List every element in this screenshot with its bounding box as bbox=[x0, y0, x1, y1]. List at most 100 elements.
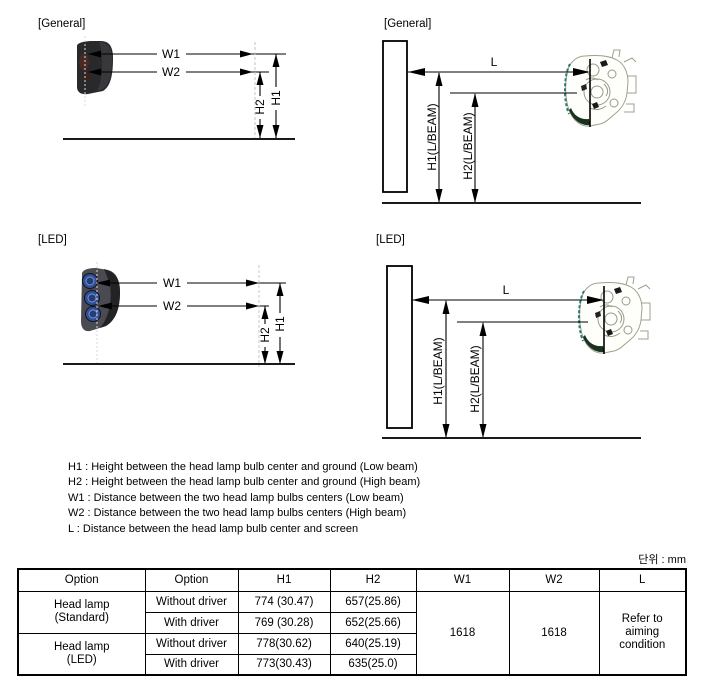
arrow-left-icon bbox=[98, 302, 112, 310]
l-label: L bbox=[503, 283, 510, 297]
arrow-right-icon bbox=[573, 68, 590, 76]
h2-dimension bbox=[256, 72, 264, 138]
l-dimension bbox=[412, 296, 604, 304]
w2-dimension bbox=[98, 302, 269, 310]
cell-w1: 1618 bbox=[415, 590, 510, 676]
h2-label: H2 bbox=[258, 327, 272, 343]
arrow-down-icon bbox=[256, 125, 264, 138]
arrow-up-icon bbox=[479, 322, 487, 336]
header-row: Option Option H1 H2 W1 W2 L bbox=[17, 568, 687, 592]
cell-l: Refer to aiming condition bbox=[598, 590, 687, 676]
h2-label: H2 bbox=[253, 99, 267, 115]
cell-driver: With driver bbox=[144, 653, 239, 676]
headlamp-side-art bbox=[578, 276, 651, 354]
legend-line-w2: W2 : Distance between the two head lamp … bbox=[68, 507, 407, 520]
diagram-title: [LED] bbox=[376, 234, 405, 246]
aiming-screen bbox=[386, 265, 413, 429]
h1-label: H1 bbox=[273, 316, 287, 332]
spec-table: Option Option H1 H2 W1 W2 L Head lamp (S… bbox=[17, 568, 687, 676]
cell-h1: 773(30.43) bbox=[237, 653, 331, 676]
diagram-side-general: [General] L bbox=[382, 18, 641, 204]
arrow-up-icon bbox=[261, 306, 269, 319]
arrow-up-icon bbox=[272, 54, 280, 67]
col-header-w1: W1 bbox=[415, 568, 510, 592]
unit-label: 단위 : mm bbox=[638, 554, 686, 566]
cell-driver: Without driver bbox=[144, 632, 239, 655]
arrow-down-icon bbox=[442, 424, 450, 438]
cell-h2: 657(25.86) bbox=[329, 590, 417, 613]
diagram-side-led: [LED] L bbox=[376, 234, 651, 439]
legend-line-w1: W1 : Distance between the two head lamp … bbox=[68, 491, 404, 504]
arrow-down-icon bbox=[276, 351, 284, 364]
h1-dimension bbox=[276, 283, 284, 364]
h2-dimension bbox=[479, 322, 487, 438]
l-label: L bbox=[491, 55, 498, 69]
legend: H1 : Height between the head lamp bulb c… bbox=[68, 460, 420, 537]
h1-dimension bbox=[442, 300, 450, 438]
arrow-down-icon bbox=[479, 424, 487, 438]
col-header-option-group: Option bbox=[17, 568, 146, 592]
arrow-up-icon bbox=[442, 300, 450, 314]
arrow-down-icon bbox=[471, 189, 479, 203]
arrow-up-icon bbox=[471, 93, 479, 107]
diagram-title: [General] bbox=[38, 18, 85, 30]
arrow-up-icon bbox=[256, 72, 264, 85]
arrow-right-icon bbox=[246, 279, 259, 287]
col-header-l: L bbox=[598, 568, 687, 592]
h2-dimension bbox=[471, 93, 479, 203]
cell-w2: 1618 bbox=[508, 590, 600, 676]
headlamp-front-led bbox=[81, 262, 120, 366]
aiming-screen bbox=[382, 40, 408, 193]
diagram-front-general: [General] W1 W2 H2 bbox=[38, 18, 295, 142]
cell-h2: 640(25.19) bbox=[329, 632, 417, 655]
w1-label: W1 bbox=[163, 276, 181, 290]
cell-h1: 774 (30.47) bbox=[237, 590, 331, 613]
l-dimension bbox=[408, 68, 590, 76]
h2-beam-label: H2(L/BEAM) bbox=[468, 345, 482, 412]
arrow-right-icon bbox=[240, 50, 253, 58]
arrow-right-icon bbox=[246, 302, 259, 310]
arrow-left-icon bbox=[408, 68, 425, 76]
h2-dimension bbox=[261, 306, 269, 364]
col-header-h2: H2 bbox=[329, 568, 417, 592]
arrow-right-icon bbox=[587, 296, 604, 304]
arrow-down-icon bbox=[261, 351, 269, 364]
lamp-seal bbox=[564, 63, 571, 115]
table-row: With driver 773(30.43) 635(25.0) bbox=[18, 653, 686, 676]
cell-h1: 769 (30.28) bbox=[237, 611, 331, 634]
w1-dimension bbox=[96, 279, 286, 287]
diagram-title: [General] bbox=[384, 18, 431, 30]
legend-line-l: L : Distance between the head lamp bulb … bbox=[68, 522, 359, 535]
col-header-option-driver: Option bbox=[144, 568, 239, 592]
table-row: Head lamp (Standard) Without driver 774 … bbox=[17, 590, 687, 676]
arrow-left-icon bbox=[96, 279, 110, 287]
w1-label: W1 bbox=[162, 47, 180, 61]
arrow-left-icon bbox=[88, 50, 101, 58]
w1-dimension bbox=[88, 50, 286, 58]
diagram-front-led: [LED] W1 W2 bbox=[38, 234, 295, 367]
col-header-w2: W2 bbox=[508, 568, 600, 592]
cell-group-standard: Head lamp (Standard) bbox=[17, 590, 146, 634]
cell-h1: 778(30.62) bbox=[237, 632, 331, 655]
cell-driver: With driver bbox=[144, 611, 239, 634]
arrow-up-icon bbox=[435, 72, 443, 86]
h1-beam-label: H1(L/BEAM) bbox=[431, 337, 445, 404]
cell-h2: 635(25.0) bbox=[329, 653, 417, 676]
h1-beam-label: H1(L/BEAM) bbox=[425, 103, 439, 170]
arrow-down-icon bbox=[435, 189, 443, 203]
arrow-right-icon bbox=[240, 68, 253, 76]
diagram-title: [LED] bbox=[38, 234, 67, 246]
legend-line-h1: H1 : Height between the head lamp bulb c… bbox=[68, 461, 418, 473]
legend-line-h2: H2 : Height between the head lamp bulb c… bbox=[68, 476, 421, 489]
cell-h2: 652(25.66) bbox=[329, 611, 417, 634]
cell-driver: Without driver bbox=[144, 590, 239, 613]
lamp-seal bbox=[578, 290, 585, 342]
w2-label: W2 bbox=[162, 65, 180, 79]
col-header-h1: H1 bbox=[237, 568, 331, 592]
h1-dimension bbox=[435, 72, 443, 203]
arrow-up-icon bbox=[276, 283, 284, 296]
arrow-down-icon bbox=[272, 125, 280, 138]
h1-dimension bbox=[272, 54, 280, 138]
h2-beam-label: H2(L/BEAM) bbox=[461, 112, 475, 179]
